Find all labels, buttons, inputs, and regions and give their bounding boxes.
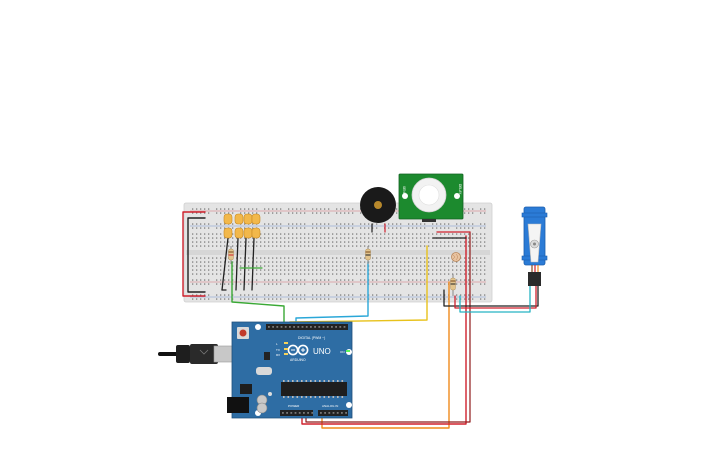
board-model: UNO bbox=[313, 347, 331, 356]
header-power: POWER bbox=[288, 404, 300, 408]
header-digital: DIGITAL (PWM ~) bbox=[298, 336, 325, 340]
wire-servo-red bbox=[454, 277, 537, 309]
led-label-rx: RX bbox=[276, 353, 280, 357]
photoresistor[interactable] bbox=[451, 252, 461, 262]
arduino-uno[interactable]: DIGITAL (PWM ~) UNO ARDUINO L TX RX ON bbox=[227, 321, 353, 419]
wire-black-left bbox=[187, 217, 206, 293]
atmega-pins bbox=[283, 380, 344, 398]
piezo-buzzer[interactable] bbox=[360, 187, 396, 223]
wires bbox=[182, 211, 539, 429]
pir-label-right: DELAY bbox=[458, 184, 462, 195]
digital-header[interactable] bbox=[268, 326, 346, 328]
wire-servo-teal bbox=[459, 277, 531, 313]
pir-sensor[interactable]: SENS DELAY bbox=[398, 173, 464, 222]
wire-orange bbox=[321, 281, 450, 429]
pir-label-left: SENS bbox=[402, 186, 406, 195]
resistor-1 bbox=[228, 246, 234, 264]
resistor-2 bbox=[365, 246, 371, 264]
wire-green bbox=[231, 261, 285, 327]
power-analog-header[interactable] bbox=[282, 412, 347, 414]
led-label-l: L bbox=[276, 342, 278, 346]
wire-red-left bbox=[182, 211, 206, 297]
breadboard[interactable] bbox=[183, 202, 493, 303]
wire-red-right bbox=[301, 235, 467, 425]
leds[interactable] bbox=[223, 213, 261, 239]
led-label-tx: TX bbox=[276, 348, 280, 352]
arduino-logo bbox=[287, 344, 309, 356]
board-brand: ARDUINO bbox=[290, 358, 306, 362]
led-label-on: ON bbox=[340, 350, 345, 354]
servo-motor[interactable] bbox=[521, 206, 548, 286]
header-analog: ANALOG IN bbox=[322, 404, 338, 408]
resistor-3 bbox=[450, 274, 456, 296]
wire-black-right bbox=[443, 275, 539, 307]
resistors[interactable] bbox=[228, 246, 456, 296]
